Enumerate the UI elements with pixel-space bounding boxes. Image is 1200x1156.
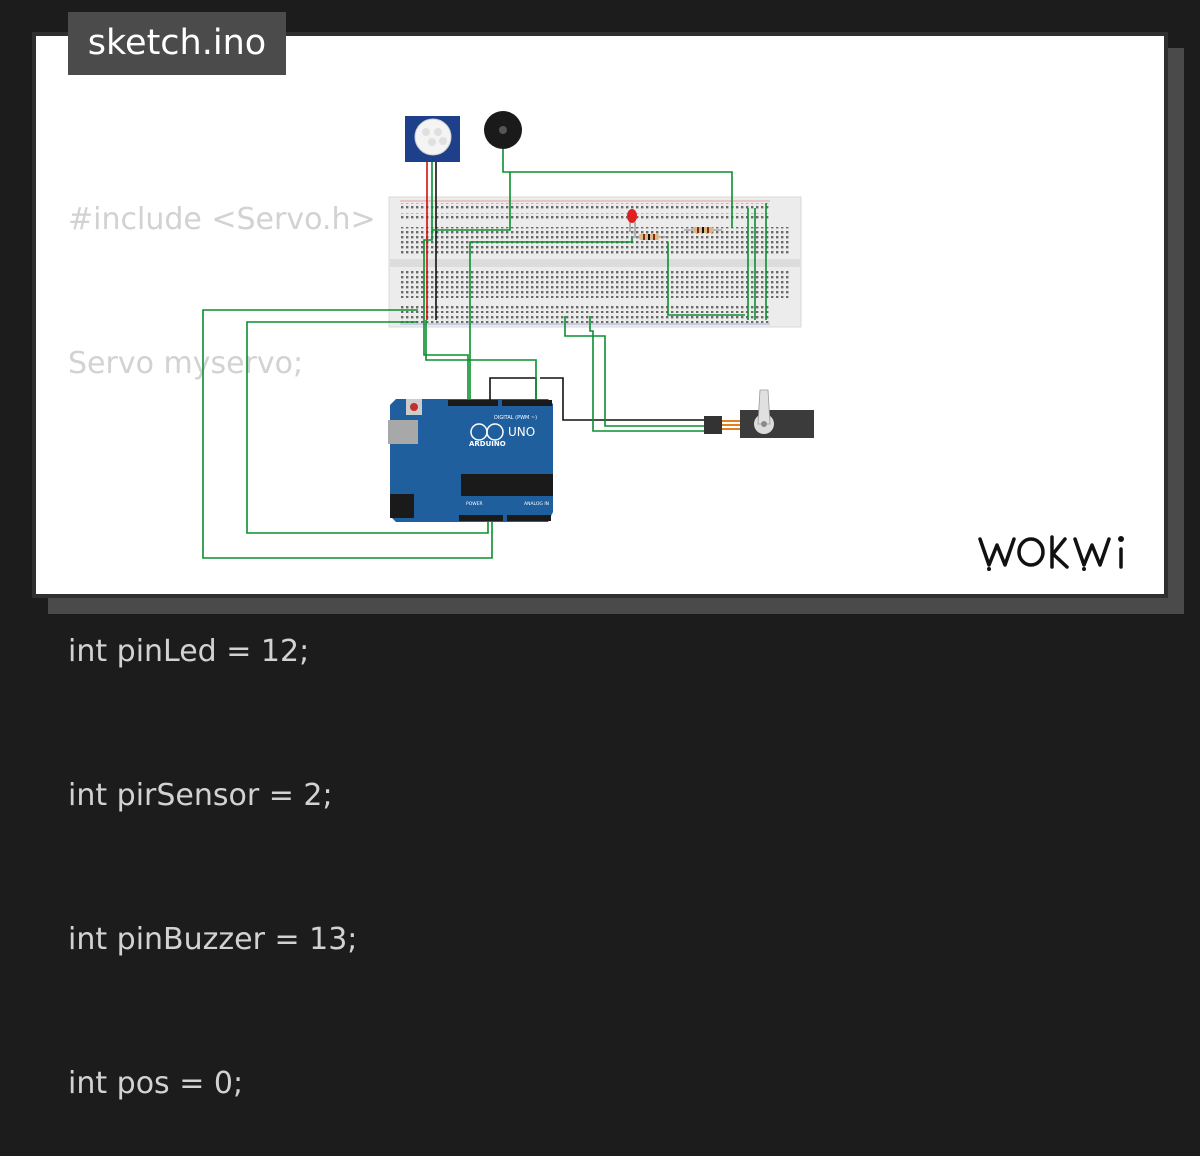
file-tab[interactable]: sketch.ino [68, 12, 286, 75]
code-line: int pirSensor = 2; [68, 778, 333, 813]
code-line: #include <Servo.h> [68, 202, 376, 237]
led[interactable] [627, 209, 637, 236]
arduino-model-label: UNO [508, 425, 535, 439]
arduino-brand-label: ARDUINO [469, 440, 506, 448]
power-header-label: POWER [466, 501, 483, 507]
resistor[interactable] [632, 234, 668, 240]
code-line: Servo myservo; [68, 346, 304, 381]
resistor[interactable] [684, 227, 722, 233]
servo-motor[interactable] [704, 389, 814, 438]
digital-header-label: DIGITAL (PWM ~) [494, 415, 537, 421]
pir-sensor[interactable] [405, 116, 460, 162]
code-line: int pinBuzzer = 13; [68, 922, 358, 957]
code-line: int pos = 0; [68, 1066, 244, 1101]
arduino-uno[interactable]: ARDUINO UNO DIGITAL (PWM ~) POWER ANALOG… [388, 399, 553, 522]
breadboard [388, 196, 802, 328]
buzzer[interactable] [484, 111, 522, 149]
wokwi-logo [978, 535, 1124, 571]
wiring [202, 149, 767, 559]
circuit-diagram: ARDUINO UNO DIGITAL (PWM ~) POWER ANALOG… [202, 111, 814, 559]
code-line: int pinLed = 12; [68, 634, 310, 669]
analog-header-label: ANALOG IN [524, 501, 549, 507]
